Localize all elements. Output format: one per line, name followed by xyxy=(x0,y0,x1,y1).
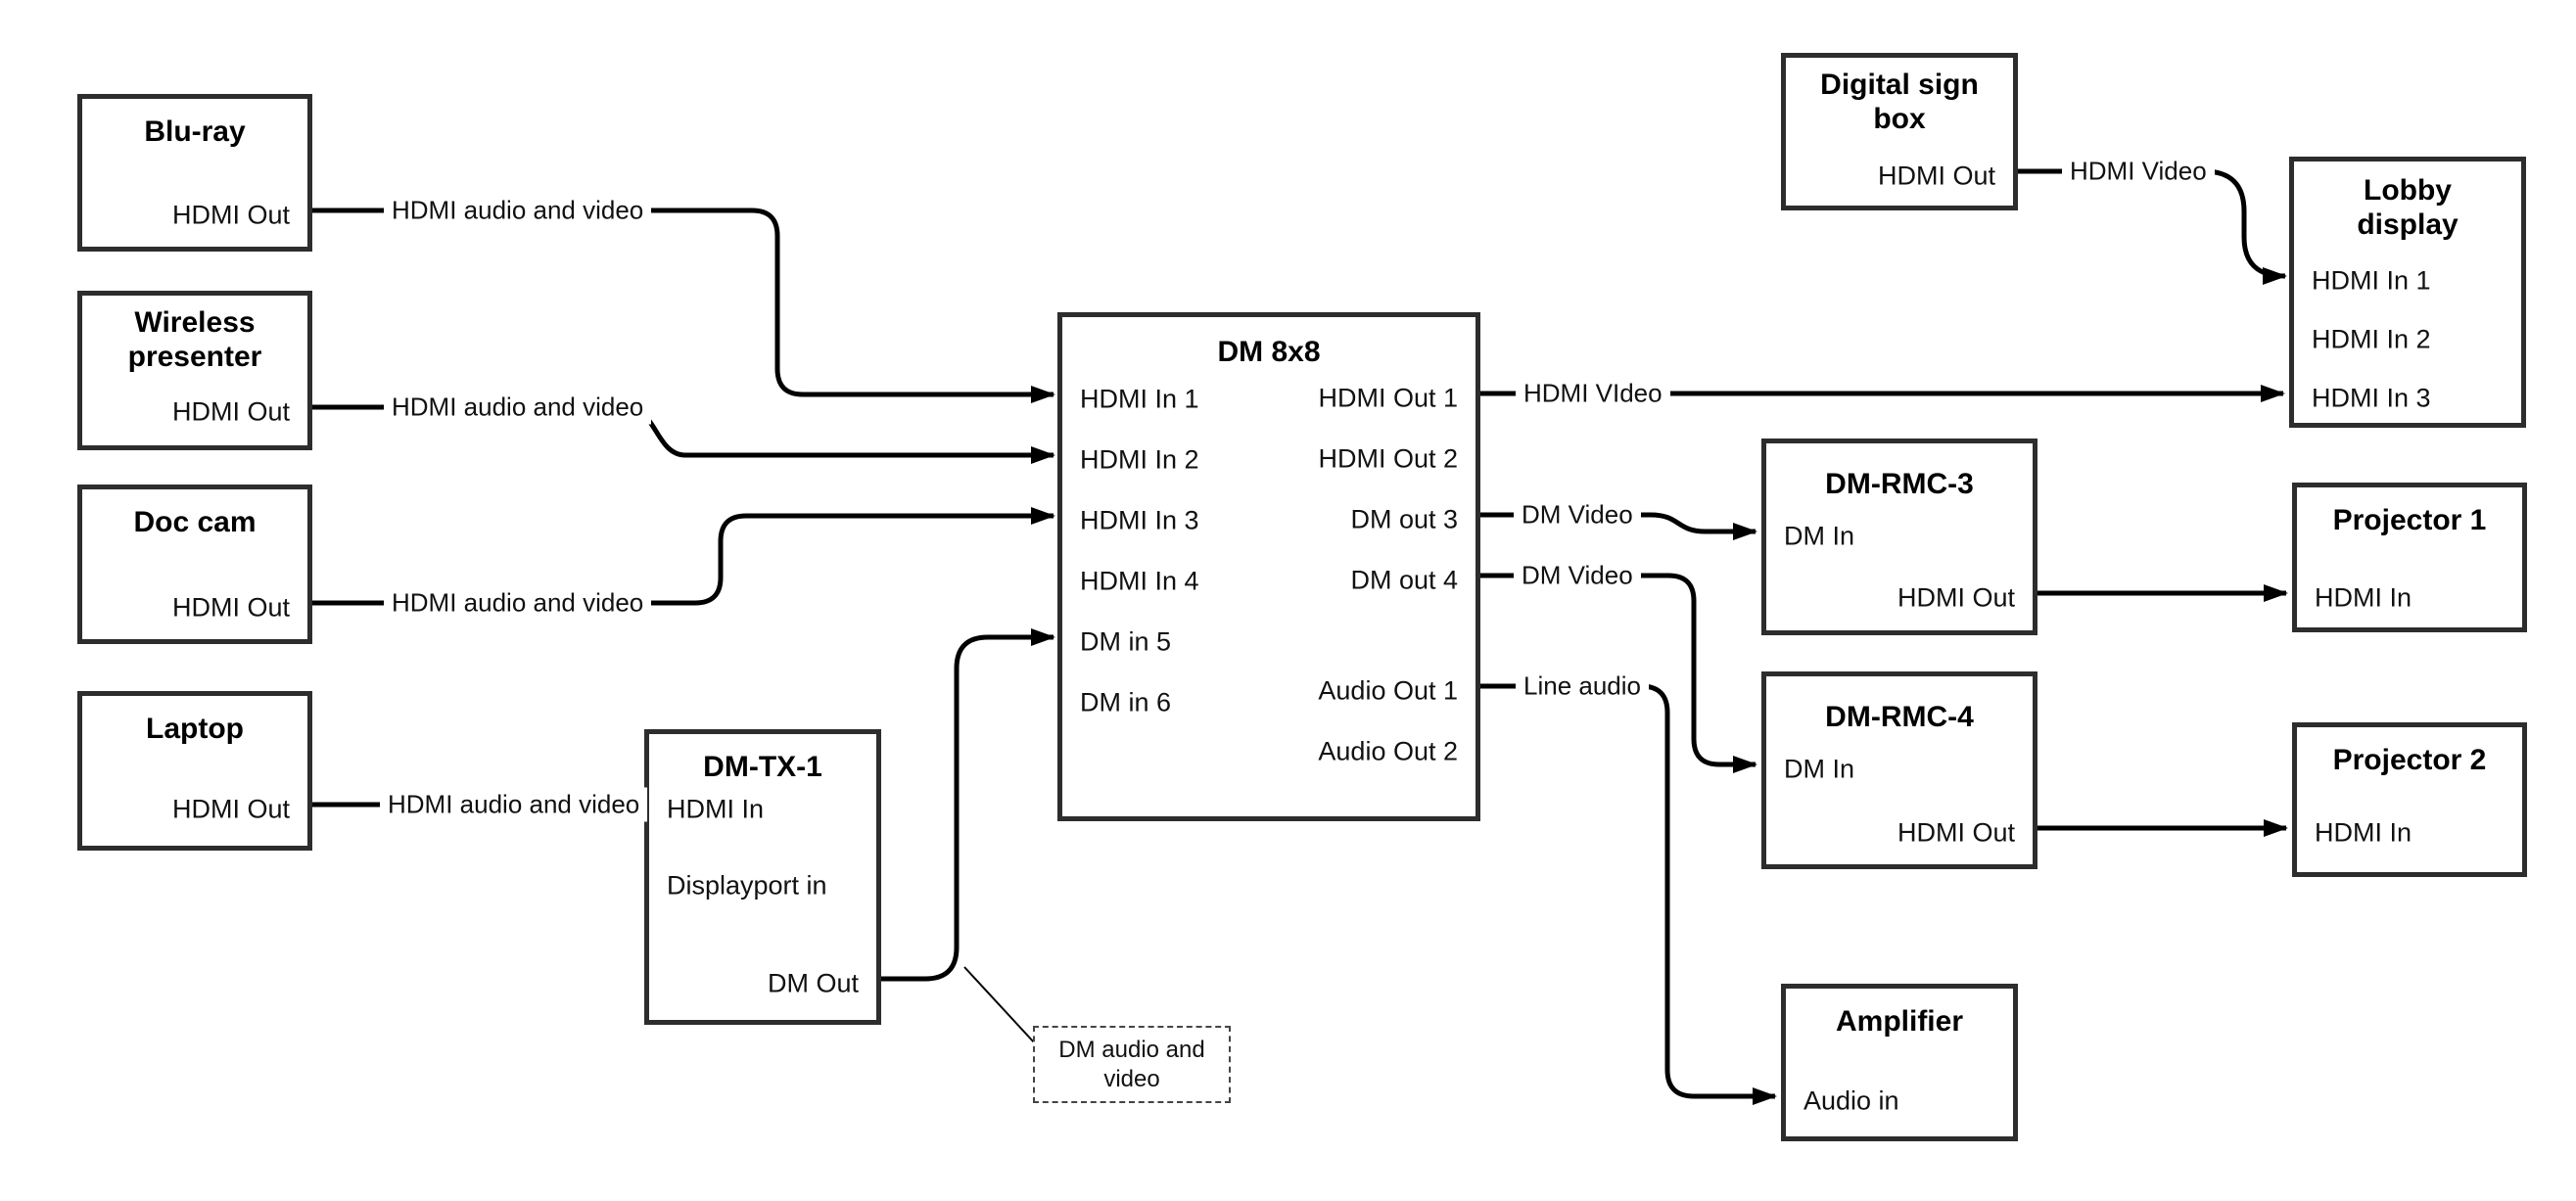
port-hdmi-out: HDMI Out xyxy=(171,794,290,824)
node-digital-sign-box: Digital sign box HDMI Out xyxy=(1781,53,2018,210)
port-audio-out-2: Audio Out 2 xyxy=(1318,736,1458,766)
port-hdmi-in: HDMI In xyxy=(2315,582,2412,613)
port-audio-out-1: Audio Out 1 xyxy=(1318,675,1458,706)
wire-signbox-to-lobby-in1 xyxy=(2018,168,2287,285)
node-dm-tx-1: DM-TX-1 HDMI In Displayport in DM Out xyxy=(644,729,881,1025)
port-hdmi-in-1: HDMI In 1 xyxy=(2312,265,2431,296)
wire-label-hdmi-audio-video-4: HDMI audio and video xyxy=(380,787,648,822)
note-callout-line xyxy=(963,966,1036,1044)
node-title: Blu-ray xyxy=(144,115,246,148)
node-laptop: Laptop HDMI Out xyxy=(77,691,312,851)
node-title: Wireless presenter xyxy=(127,306,262,374)
node-title: Amplifier xyxy=(1835,1005,1964,1038)
node-title: Doc cam xyxy=(133,506,257,538)
node-doc-cam: Doc cam HDMI Out xyxy=(77,485,312,644)
port-hdmi-in-4: HDMI In 4 xyxy=(1080,566,1199,596)
wire-label-hdmi-audio-video-3: HDMI audio and video xyxy=(384,585,652,621)
port-audio-in: Audio in xyxy=(1803,1086,1899,1116)
port-dm-in: DM In xyxy=(1784,754,1855,784)
port-dm-in-5: DM in 5 xyxy=(1080,626,1172,657)
wire-label-line-audio: Line audio xyxy=(1516,669,1649,704)
wire-dmtx1-to-dm8x8-in5 xyxy=(881,628,1055,982)
node-dm-rmc-3: DM-RMC-3 DM In HDMI Out xyxy=(1761,439,2037,635)
port-hdmi-out: HDMI Out xyxy=(171,396,290,427)
port-dm-out-4: DM out 4 xyxy=(1350,565,1458,595)
port-hdmi-in-3: HDMI In 3 xyxy=(2312,383,2431,413)
port-hdmi-out: HDMI Out xyxy=(171,200,290,230)
node-title: Projector 1 xyxy=(2332,504,2487,536)
port-hdmi-in-3: HDMI In 3 xyxy=(1080,505,1199,535)
note-text: DM audio and video xyxy=(1058,1036,1205,1092)
port-hdmi-in-2: HDMI In 2 xyxy=(2312,324,2431,354)
wire-label-hdmi-audio-video-2: HDMI audio and video xyxy=(384,390,652,425)
node-title: Laptop xyxy=(146,713,244,745)
node-amplifier: Amplifier Audio in xyxy=(1781,984,2018,1141)
port-hdmi-in-1: HDMI In 1 xyxy=(1080,384,1199,414)
port-dm-in: DM In xyxy=(1784,521,1855,551)
port-hdmi-out-1: HDMI Out 1 xyxy=(1318,383,1458,413)
port-hdmi-in: HDMI In xyxy=(2315,817,2412,848)
port-hdmi-out: HDMI Out xyxy=(1877,161,1995,191)
wire-doccam-to-dm8x8-in3 xyxy=(312,507,1055,606)
node-wireless-presenter: Wireless presenter HDMI Out xyxy=(77,291,312,450)
wire-bluray-to-dm8x8-in1 xyxy=(312,208,1055,403)
wire-dm8x8-out3-to-dmrmc3 xyxy=(1480,512,1757,540)
node-dm-8x8: DM 8x8 HDMI In 1 HDMI In 2 HDMI In 3 HDM… xyxy=(1057,312,1480,821)
port-dm-out: DM Out xyxy=(767,968,859,998)
wire-dm8x8-out4-to-dmrmc4 xyxy=(1480,573,1757,773)
node-title: Lobby display xyxy=(2357,174,2459,242)
wire-label-hdmi-video-signbox: HDMI Video xyxy=(2062,154,2215,189)
node-projector-2: Projector 2 HDMI In xyxy=(2292,722,2527,877)
note-dm-audio-video: DM audio and video xyxy=(1033,1026,1231,1103)
node-dm-rmc-4: DM-RMC-4 DM In HDMI Out xyxy=(1761,671,2037,869)
port-hdmi-out: HDMI Out xyxy=(1897,817,2015,848)
wire-label-hdmi-video-out1: HDMI VIdeo xyxy=(1516,376,1670,411)
port-hdmi-out: HDMI Out xyxy=(171,592,290,623)
node-title: DM-TX-1 xyxy=(703,751,822,783)
port-dm-in-6: DM in 6 xyxy=(1080,687,1172,717)
port-displayport-in: Displayport in xyxy=(667,870,827,901)
port-dm-out-3: DM out 3 xyxy=(1350,504,1458,534)
wire-label-dm-video-out4: DM Video xyxy=(1514,558,1641,593)
port-hdmi-in-2: HDMI In 2 xyxy=(1080,444,1199,475)
port-hdmi-in: HDMI In xyxy=(667,794,765,824)
node-bluray: Blu-ray HDMI Out xyxy=(77,94,312,252)
node-title: DM 8x8 xyxy=(1217,336,1321,368)
node-title: DM-RMC-4 xyxy=(1825,701,1974,733)
node-projector-1: Projector 1 HDMI In xyxy=(2292,483,2527,632)
node-title: Digital sign box xyxy=(1820,69,1979,136)
wire-label-dm-video-out3: DM Video xyxy=(1514,497,1641,532)
node-title: Projector 2 xyxy=(2332,744,2487,776)
node-title: DM-RMC-3 xyxy=(1825,468,1974,500)
wire-label-hdmi-audio-video-1: HDMI audio and video xyxy=(384,193,652,228)
wire-dm8x8-aout1-to-amplifier xyxy=(1480,683,1777,1105)
port-hdmi-out-2: HDMI Out 2 xyxy=(1318,443,1458,474)
node-lobby-display: Lobby display HDMI In 1 HDMI In 2 HDMI I… xyxy=(2289,157,2526,428)
port-hdmi-out: HDMI Out xyxy=(1897,582,2015,613)
